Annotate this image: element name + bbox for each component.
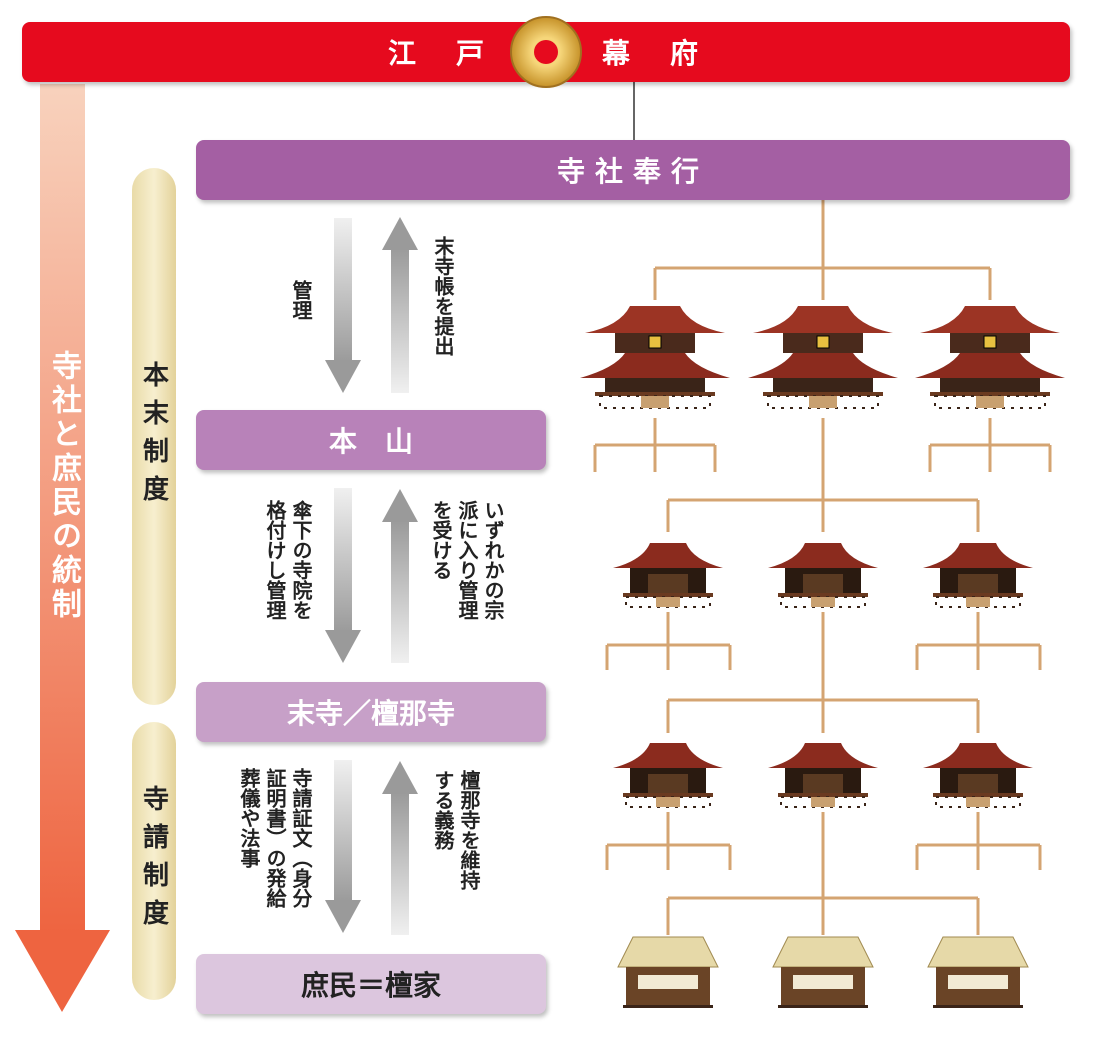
honzan-box: 本 山 [196, 410, 546, 470]
flow-text-certificate: 寺請証文（身分証明書）の発給葬儀や法事 [236, 768, 314, 908]
branch-temple-icon [612, 542, 724, 608]
flow-text-join-sect: いずれかの宗派に入り管理を受ける [428, 500, 506, 620]
up-arrow [382, 217, 418, 393]
flow-line: 葬儀や法事 [237, 768, 261, 868]
down-arrow [325, 218, 361, 393]
head-temple-icon [579, 305, 731, 409]
control-arrow [15, 84, 110, 1012]
commoners-box: 庶民＝檀家 [196, 954, 546, 1014]
family-temple-icon [612, 742, 724, 808]
flow-line: 派に入り管理 [455, 500, 479, 620]
head-temple-icon [747, 305, 899, 409]
up-arrow [382, 761, 418, 935]
commoner-house-icon [927, 936, 1029, 1009]
branch-temple-icon [767, 542, 879, 608]
shogunate-right: 幕 府 [602, 37, 705, 70]
flow-line: 証明書）の発給 [263, 768, 287, 908]
flow-arrows [325, 217, 418, 935]
magistrate-bar: 寺社奉行 [196, 140, 1070, 200]
flow-text-submit-register: 末寺帳を提出 [430, 236, 456, 356]
honmatsu-system-pill: 本末制度 [132, 168, 176, 705]
commoner-house-icon [617, 936, 719, 1009]
family-temple-icon [922, 742, 1034, 808]
flow-line: 寺請証文（身分 [289, 768, 313, 908]
control-arrow-label: 寺社と庶民の統制 [46, 350, 81, 622]
honmatsu-label: 本末制度 [138, 360, 169, 513]
branch-temple-icon [922, 542, 1034, 608]
flow-line: する義務 [431, 770, 455, 850]
flow-line: いずれかの宗 [481, 500, 505, 620]
flow-line: 管理 [289, 280, 313, 320]
edo-shogunate-bar: 江 戸 幕 府 [22, 16, 1070, 88]
terauke-label: 寺請制度 [138, 785, 169, 937]
up-arrow [382, 489, 418, 663]
flow-line: 檀那寺を維持 [457, 770, 481, 890]
commoner-house-icon [772, 936, 874, 1009]
matsuji-box: 末寺／檀那寺 [196, 682, 546, 742]
flow-text-rank-manage: 傘下の寺院を格付けし管理 [262, 500, 314, 620]
hierarchy-lines [593, 200, 1052, 935]
flow-text-maintain-temple: 檀那寺を維持する義務 [430, 770, 482, 890]
terauke-system-pill: 寺請制度 [132, 722, 176, 1000]
flow-line: 傘下の寺院を [289, 500, 313, 620]
shogunate-left: 江 戸 [387, 37, 490, 70]
hollyhock-crest-icon [510, 16, 582, 88]
flow-line: を受ける [429, 500, 453, 580]
head-temple-icon [914, 305, 1066, 409]
flow-text-manage: 管理 [288, 280, 314, 320]
flow-line: 格付けし管理 [263, 500, 287, 620]
down-arrow [325, 760, 361, 933]
family-temple-icon [767, 742, 879, 808]
down-arrow [325, 488, 361, 663]
flow-line: 末寺帳を提出 [431, 236, 455, 356]
